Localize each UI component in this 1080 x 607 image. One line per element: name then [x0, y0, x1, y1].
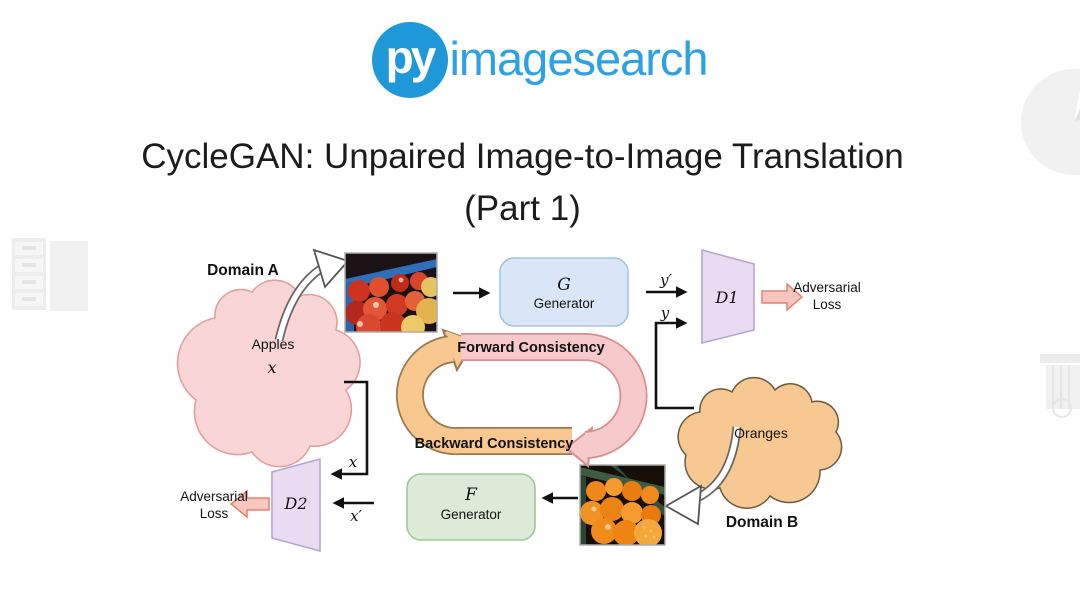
watermark-file-cabinet-icon [12, 238, 88, 311]
watermark-pie-chart-icon [1021, 69, 1080, 175]
title-line-2: (Part 1) [464, 189, 581, 228]
sample-arrow-a-icon [274, 248, 350, 342]
generator-g-label: Generator [534, 296, 595, 311]
generator-g-box [499, 257, 629, 327]
y-prime-label: y′ [659, 271, 672, 289]
x-label: x [349, 453, 358, 471]
sample-arrow-b-icon [664, 426, 742, 526]
domain-b-label: Domain B [726, 514, 798, 531]
loss-right-line1: Adversarial [793, 280, 861, 295]
watermark-pillar-icon [1040, 354, 1080, 418]
discriminator-d1-label: D1 [714, 288, 738, 307]
oranges-photo-border [579, 464, 666, 546]
page-title: CycleGAN: Unpaired Image-to-Image Transl… [0, 131, 1045, 235]
loss-right-line2: Loss [813, 297, 842, 312]
x-prime-label: x′ [350, 507, 362, 525]
discriminator-d2-label: D2 [283, 494, 307, 513]
loss-arrow-right-icon [761, 282, 804, 312]
discriminator-d1-shape [701, 248, 755, 345]
logo-wordmark: imagesearch [449, 31, 708, 85]
arrow-y-elbow [654, 317, 694, 410]
generator-f-symbol: F [464, 485, 478, 505]
apples-photo [345, 253, 437, 332]
generator-f-label: Generator [441, 507, 502, 522]
oranges-cloud-label: Oranges [734, 425, 788, 441]
loss-arrow-left-icon [229, 489, 270, 519]
logo: py imagesearch [0, 22, 1080, 98]
oranges-photo [580, 465, 665, 545]
apples-photo-border [344, 252, 438, 333]
oranges-cloud [677, 376, 843, 509]
domain-a-label: Domain A [207, 262, 279, 279]
generator-f-box [406, 473, 536, 541]
logo-circle-icon: py [372, 22, 449, 98]
apples-cloud [176, 279, 361, 468]
forward-consistency-label: Forward Consistency [457, 340, 604, 356]
arrow-x-elbow [330, 380, 369, 480]
y-label: y [660, 304, 670, 322]
logo-monogram: py [385, 31, 437, 83]
apples-cloud-label: Apples [252, 336, 295, 352]
x-symbol-cloud: x [267, 358, 276, 377]
loss-left-line2: Loss [200, 506, 229, 521]
loss-left-line1: Adversarial [180, 489, 248, 504]
discriminator-d2-shape [271, 457, 321, 553]
generator-g-symbol: G [557, 275, 571, 295]
title-line-1: CycleGAN: Unpaired Image-to-Image Transl… [141, 137, 904, 176]
backward-consistency-label: Backward Consistency [415, 436, 574, 452]
forward-consistency-band [461, 332, 648, 468]
